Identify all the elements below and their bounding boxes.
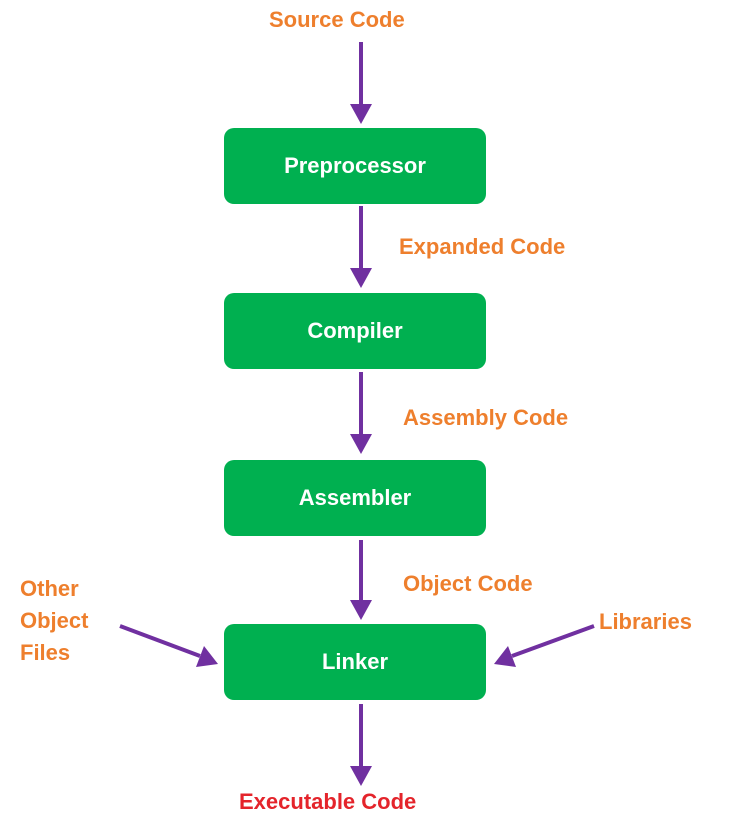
arrow-preprocessor-to-compiler	[350, 206, 372, 288]
label-object-code: Object Code	[403, 571, 533, 596]
arrow-assembler-to-linker	[350, 540, 372, 620]
stage-assembler-label: Assembler	[298, 485, 412, 510]
label-other-object-files: Other Object Files	[20, 573, 88, 669]
arrow-other-object-files-to-linker	[119, 624, 218, 667]
label-assembly-code: Assembly Code	[403, 405, 569, 430]
stage-compiler-label: Compiler	[307, 318, 403, 343]
arrow-libraries-to-linker	[494, 624, 595, 667]
label-expanded-code: Expanded Code	[399, 234, 566, 259]
stage-preprocessor-label: Preprocessor	[284, 153, 426, 178]
arrow-compiler-to-assembler	[350, 372, 372, 454]
stage-linker: Linker	[224, 624, 486, 700]
arrow-linker-to-executable	[350, 704, 372, 786]
label-executable-code: Executable Code	[239, 789, 417, 814]
stage-linker-label: Linker	[321, 649, 389, 674]
arrow-source-to-preprocessor	[350, 42, 372, 124]
label-other-object-files-line: Other	[20, 576, 79, 601]
stage-preprocessor: Preprocessor	[224, 128, 486, 204]
label-other-object-files-line: Object	[20, 608, 89, 633]
label-libraries: Libraries	[599, 609, 692, 634]
label-other-object-files-line: Files	[20, 640, 71, 665]
stage-assembler: Assembler	[224, 460, 486, 536]
stage-compiler: Compiler	[224, 293, 486, 369]
label-source-code: Source Code	[269, 7, 405, 32]
